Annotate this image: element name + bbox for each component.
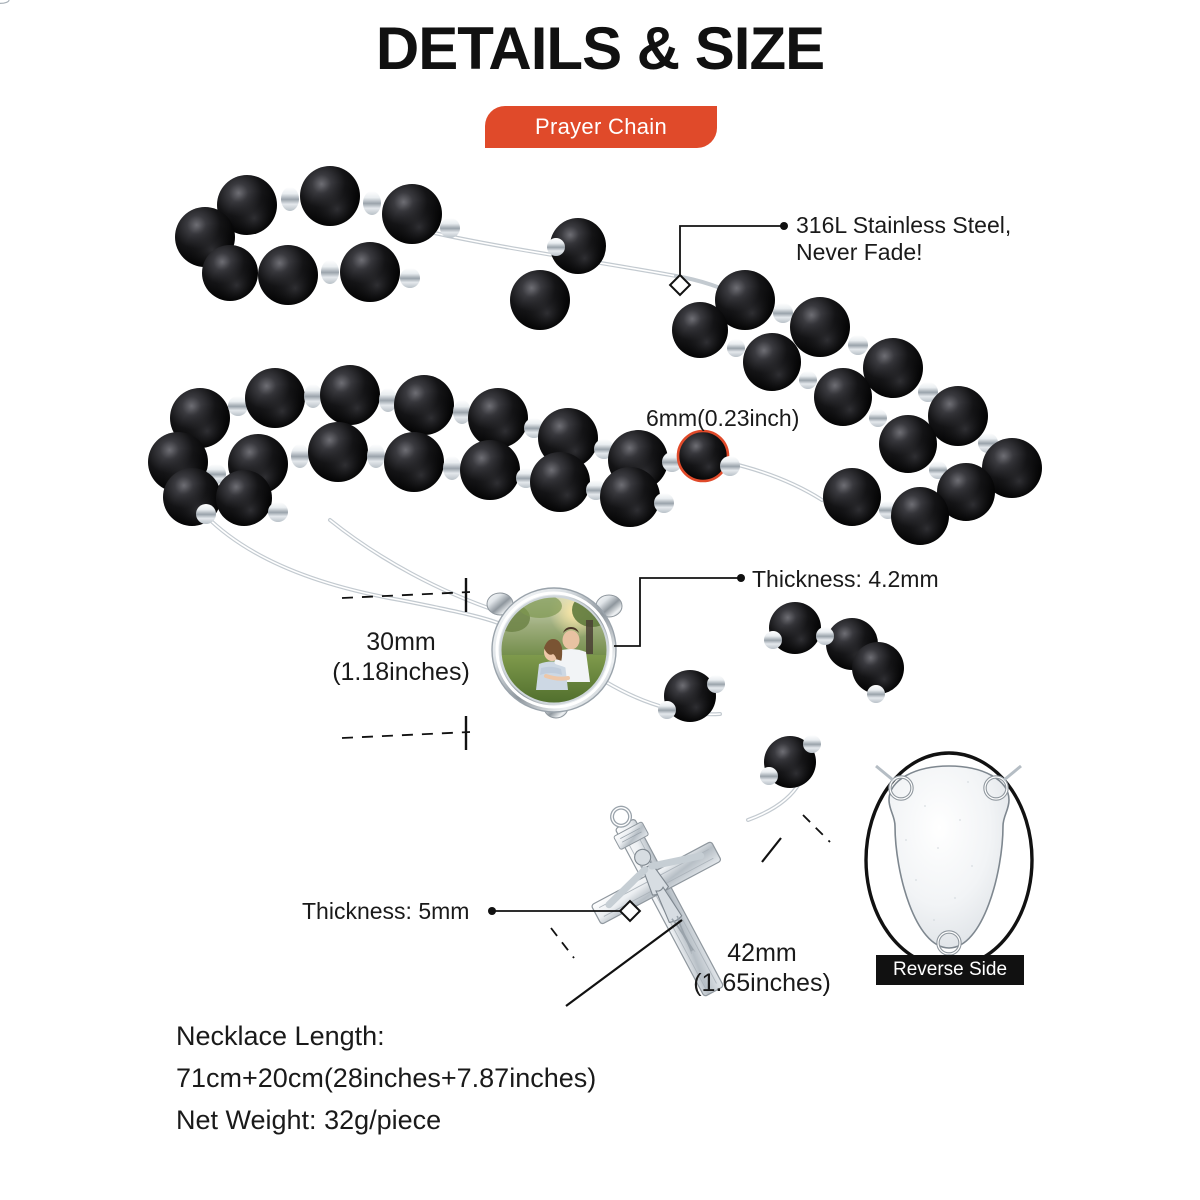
spec-block: Necklace Length: 71cm+20cm(28inches+7.87… [176,1016,596,1142]
necklace-length-value: 71cm+20cm(28inches+7.87inches) [176,1062,597,1093]
leader-cross-thickness [488,899,642,923]
page-title: DETAILS & SIZE [375,15,825,82]
bead-strands [148,166,1042,788]
dimension-medallion [341,578,471,750]
reverse-side-label: Reverse Side [876,955,1024,985]
callout-cross-thickness: Thickness: 5mm [302,898,470,924]
prayer-chain-banner-label: Prayer Chain [535,114,667,139]
callout-bead-size: 6mm(0.23inch) [646,405,800,431]
net-weight-value: Net Weight: 32g/piece [176,1104,442,1135]
leader-medallion-thickness [614,574,745,647]
photo-medallion [486,587,623,719]
callout-medallion-size: 30mm (1.18inches) [332,628,470,686]
callout-cross-size: 42mm (1.65inches) [693,939,831,997]
callout-medallion-thickness: Thickness: 4.2mm [752,566,939,592]
reverse-side-illustration [864,751,1034,972]
prayer-chain-banner: Prayer Chain [485,106,717,148]
dimension-cross [550,814,831,1007]
necklace-length-label: Necklace Length: [176,1021,385,1051]
leader-material [668,222,788,297]
callout-material: 316L Stainless Steel, Never Fade! [796,212,1012,266]
highlighted-bead [676,429,740,483]
crucifix [591,805,724,997]
